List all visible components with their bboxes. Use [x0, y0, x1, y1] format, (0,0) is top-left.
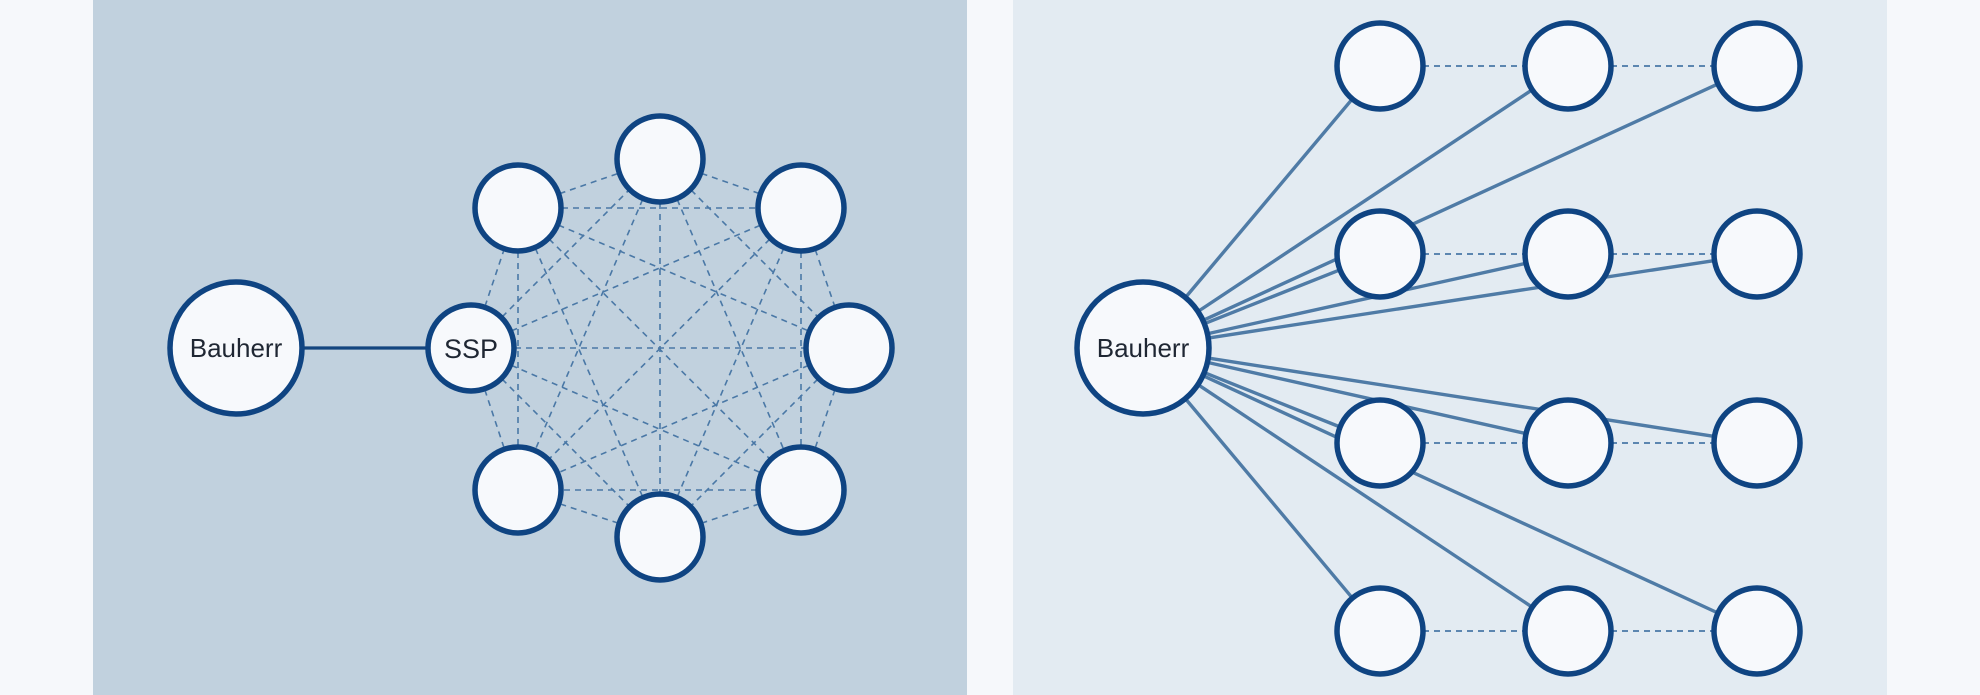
ring-node-right: [803, 302, 895, 394]
grid-node-r2-c3: [1711, 208, 1803, 300]
client-link: [1184, 97, 1354, 299]
grid-node-r3-c3: [1711, 397, 1803, 489]
client-link: [1207, 360, 1527, 436]
grid-node-r2-c1: [1334, 208, 1426, 300]
client-link: [1197, 88, 1534, 313]
right-client-links: [1184, 82, 1719, 615]
left-hub-node: SSP: [425, 302, 517, 394]
left-hub-label: SSP: [444, 334, 498, 364]
left-client-label: Bauherr: [190, 333, 283, 363]
ring-node-bottom: [614, 491, 706, 583]
ring-node-top: [614, 113, 706, 205]
grid-node-r1-c1: [1334, 20, 1426, 112]
mesh-link: [470, 347, 802, 491]
client-link: [1207, 258, 1715, 340]
grid-node-r1-c2: [1522, 20, 1614, 112]
right-client-circle: [1074, 279, 1212, 417]
right-client-label: Bauherr: [1097, 333, 1190, 363]
grid-node-r4-c3: [1711, 585, 1803, 677]
client-link: [1203, 268, 1341, 326]
ring-node-top-left: [472, 162, 564, 254]
mesh-link: [517, 207, 661, 538]
client-link: [1202, 82, 1719, 322]
mesh-link: [517, 158, 661, 491]
client-link: [1196, 383, 1534, 609]
client-link: [1207, 356, 1715, 439]
mesh-link: [517, 207, 850, 349]
grid-node-r4-c2: [1522, 585, 1614, 677]
client-link: [1202, 374, 1719, 615]
ring-node-bottom-right: [755, 444, 847, 536]
client-link: [1207, 261, 1527, 336]
ring-node-bottom-left: [472, 444, 564, 536]
mesh-link: [659, 158, 802, 491]
nodes: Bauherr SSP Bauherr: [167, 20, 1803, 677]
right-row-links: [1423, 65, 1714, 632]
grid-node-r3-c2: [1522, 397, 1614, 489]
ring-node-top-right: [755, 162, 847, 254]
grid-node-r4-c1: [1334, 585, 1426, 677]
mesh-link: [517, 347, 850, 491]
left-client-node: Bauherr: [167, 279, 305, 417]
client-link: [1184, 397, 1354, 600]
right-client-node: Bauherr: [1074, 279, 1212, 417]
left-hub-circle: [425, 302, 517, 394]
mesh-link: [470, 207, 802, 349]
grid-node-r1-c3: [1711, 20, 1803, 112]
client-link: [1203, 370, 1341, 429]
left-client-circle: [167, 279, 305, 417]
grid-node-r3-c1: [1334, 397, 1426, 489]
mesh-link: [517, 207, 802, 491]
mesh-link: [659, 207, 802, 538]
grid-node-r2-c2: [1522, 208, 1614, 300]
